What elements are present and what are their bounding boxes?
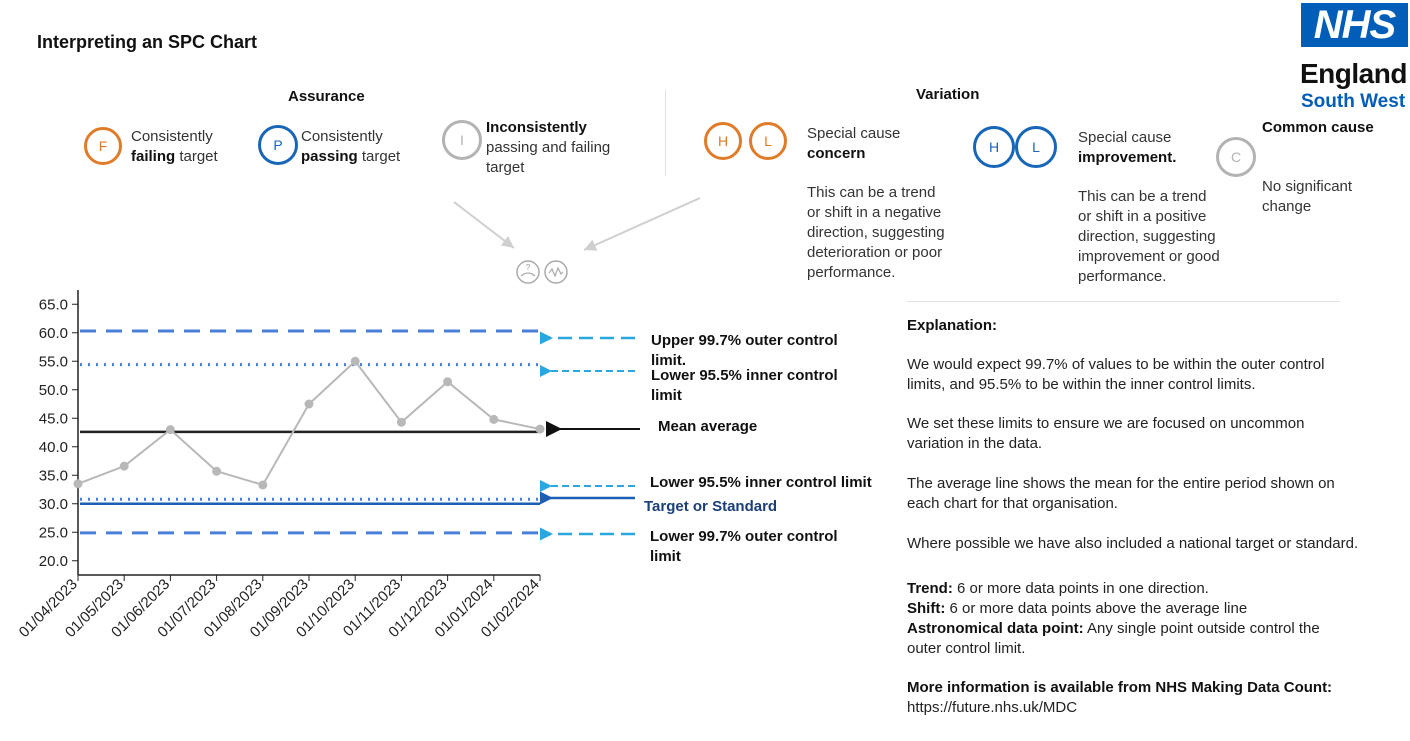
y-tick-label: 35.0	[39, 467, 68, 484]
astronomical-rule: Astronomical data point: Any single poin…	[907, 620, 1320, 637]
y-tick-label: 45.0	[39, 410, 68, 427]
spc-chart: 20.0 25.0 30.0 35.0 40.0 45.0 50.0 55.0 60.0 65.0…	[16, 290, 545, 641]
concern-label: Special cause concern	[807, 125, 901, 162]
common-cause-icon: C	[1216, 137, 1256, 177]
variation-mini-icon	[544, 260, 568, 284]
data-point	[212, 466, 222, 476]
shift-rule: Shift: 6 or more data points above the a…	[907, 600, 1248, 617]
nhs-logo: NHS	[1301, 3, 1408, 47]
y-tick-label: 55.0	[39, 353, 68, 370]
improvement-label: Special cause improvement.	[1078, 129, 1177, 166]
data-point	[73, 479, 83, 489]
improvement-description: This can be a trend or shift in a positi…	[1078, 188, 1220, 285]
more-info: More information is available from NHS M…	[907, 679, 1333, 696]
pointer-arrow-right	[583, 197, 701, 251]
region-name: England	[1300, 58, 1407, 89]
explanation-divider	[907, 301, 1340, 302]
x-axis: 01/04/202301/05/202301/06/202301/07/2023…	[16, 574, 543, 641]
assurance-heading: Assurance	[288, 88, 365, 105]
lower-inner-limit-label: Lower 95.5% inner control limit	[650, 474, 872, 491]
inconsistent-target-label: Inconsistently passing and failing targe…	[486, 119, 611, 176]
explanation-paragraph-4: Where possible we have also included a n…	[907, 535, 1359, 552]
explanation-heading: Explanation:	[907, 317, 998, 334]
data-point	[165, 425, 175, 435]
y-axis: 20.0 25.0 30.0 35.0 40.0 45.0 50.0 55.0 60.0 65.0	[39, 290, 79, 575]
y-tick-label: 65.0	[39, 296, 68, 313]
y-tick-label: 30.0	[39, 496, 68, 513]
data-point	[443, 377, 453, 387]
failing-target-label: Consistently failing target	[131, 128, 218, 165]
data-point	[304, 399, 314, 409]
concern-low-icon: L	[749, 122, 787, 160]
data-point	[535, 424, 545, 434]
data-point	[258, 480, 268, 490]
improvement-low-icon: L	[1015, 126, 1057, 168]
svg-text:?: ?	[526, 263, 531, 272]
common-cause-heading: Common cause	[1262, 119, 1374, 136]
y-tick-label: 20.0	[39, 553, 68, 570]
failing-target-icon: F	[84, 127, 122, 165]
pointer-arrow-left	[453, 201, 515, 249]
concern-high-icon: H	[704, 122, 742, 160]
passing-target-label: Consistently passing target	[301, 128, 401, 165]
explanation-paragraph-2: We set these limits to ensure we are foc…	[907, 415, 1305, 452]
limit-arrows	[540, 328, 640, 544]
pointer-arrows: ?	[453, 197, 701, 284]
y-tick-label: 40.0	[39, 439, 68, 456]
page-title: Interpreting an SPC Chart	[37, 32, 258, 52]
data-point	[396, 417, 406, 427]
explanation-paragraph-1: We would expect 99.7% of values to be wi…	[907, 356, 1325, 393]
inconsistent-target-icon: I	[442, 120, 482, 160]
improvement-high-icon: H	[973, 126, 1015, 168]
mean-label: Mean average	[658, 418, 758, 435]
series-line	[77, 359, 541, 487]
concern-description: This can be a trend or shift in a negati…	[807, 184, 945, 281]
data-point	[119, 461, 129, 471]
region-subname: South West	[1301, 91, 1406, 112]
mdc-link[interactable]: https://future.nhs.uk/MDC	[907, 699, 1078, 716]
y-tick-label: 50.0	[39, 382, 68, 399]
passing-target-icon: P	[258, 125, 298, 165]
target-label: Target or Standard	[644, 498, 778, 515]
section-divider	[665, 90, 666, 176]
variation-heading: Variation	[916, 86, 980, 103]
control-limits	[80, 329, 540, 535]
y-tick-label: 60.0	[39, 325, 68, 342]
data-series	[73, 356, 545, 490]
explanation-paragraph-3: The average line shows the mean for the …	[907, 475, 1335, 512]
data-point	[350, 356, 360, 366]
assurance-mini-icon: ?	[516, 260, 540, 284]
y-tick-label: 25.0	[39, 524, 68, 541]
trend-rule: Trend: 6 or more data points in one dire…	[907, 580, 1209, 597]
rules-list: Trend: 6 or more data points in one dire…	[907, 579, 1402, 659]
data-point	[489, 414, 499, 424]
common-cause-description: No significant change	[1262, 178, 1353, 215]
